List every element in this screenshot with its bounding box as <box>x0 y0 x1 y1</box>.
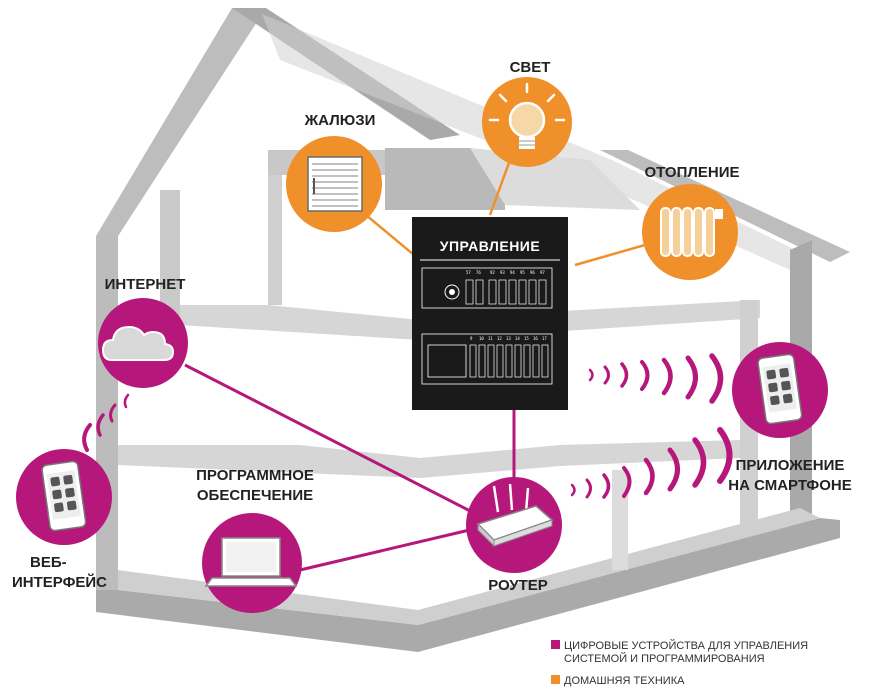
node-web-label-1: ВЕБ- <box>30 554 67 571</box>
panel-num: 95 <box>520 270 525 275</box>
node-heating[interactable]: ОТОПЛЕНИЕ <box>642 164 740 280</box>
node-software-label-2: ОБЕСПЕЧЕНИЕ <box>197 487 313 504</box>
node-light-label: СВЕТ <box>510 59 551 76</box>
panel-num: 14 <box>515 336 520 341</box>
control-panel-frame <box>412 217 568 410</box>
wave <box>603 365 610 385</box>
panel-num: 17 <box>542 336 547 341</box>
wave <box>661 357 673 396</box>
radiator-icon <box>660 207 723 257</box>
wave <box>602 473 611 499</box>
attic-wall-mid <box>268 175 282 305</box>
legend-digital-line2: СИСТЕМОЙ И ПРОГРАММИРОВАНИЯ <box>564 652 765 665</box>
panel-num: 57 <box>466 270 471 275</box>
panel-breakers-bottom <box>469 344 549 378</box>
roof-left <box>96 8 266 236</box>
control-panel-title: УПРАВЛЕНИЕ <box>440 238 540 254</box>
legend-swatch-home <box>551 675 560 684</box>
router-icon <box>476 483 554 548</box>
wave <box>588 368 594 382</box>
middle-floor <box>118 440 740 478</box>
panel-module-top <box>421 267 553 309</box>
node-light[interactable]: СВЕТ <box>482 59 572 167</box>
panel-num: 11 <box>488 336 493 341</box>
panel-module-bottom <box>421 333 553 385</box>
panel-num: 15 <box>524 336 529 341</box>
panel-num: 10 <box>479 336 484 341</box>
wave <box>640 360 650 391</box>
wave <box>622 466 632 498</box>
node-software[interactable]: ПРОГРАММНОЕ ОБЕСПЕЧЕНИЕ <box>196 467 314 613</box>
panel-num: 13 <box>506 336 511 341</box>
node-internet[interactable]: ИНТЕРНЕТ <box>98 276 188 388</box>
wave <box>570 483 576 497</box>
panel-num: 76 <box>476 270 481 275</box>
dormer <box>385 148 505 210</box>
control-panel[interactable]: УПРАВЛЕНИЕ 57 76 92 93 94 95 96 97 9 10 … <box>412 217 568 410</box>
panel-breakers-top <box>465 279 547 305</box>
node-blinds-label: ЖАЛЮЗИ <box>304 112 376 129</box>
panel-num: 12 <box>497 336 502 341</box>
wave <box>82 423 92 452</box>
panel-dial-inner <box>449 289 455 295</box>
panel-num: 93 <box>500 270 505 275</box>
node-router-label: РОУТЕР <box>488 577 548 594</box>
wave <box>667 447 680 492</box>
wireless-waves <box>82 353 733 499</box>
wave <box>109 403 117 423</box>
legend-digital-line1: ЦИФРОВЫЕ УСТРОЙСТВА ДЛЯ УПРАВЛЕНИЯ <box>564 639 808 652</box>
node-heating-label: ОТОПЛЕНИЕ <box>644 164 739 181</box>
panel-num: 96 <box>530 270 535 275</box>
node-blinds[interactable]: ЖАЛЮЗИ <box>286 112 382 232</box>
wave <box>692 437 707 488</box>
panel-num: 92 <box>490 270 495 275</box>
node-app-label-2: НА СМАРТФОНЕ <box>728 477 852 494</box>
interior-post <box>612 470 628 570</box>
attic-wall-left <box>160 190 180 325</box>
wave <box>685 355 698 400</box>
panel-num: 16 <box>533 336 538 341</box>
legend-home: ДОМАШНЯЯ ТЕХНИКА <box>564 675 685 687</box>
laptop-icon <box>204 537 298 587</box>
legend-swatch-digital <box>551 640 560 649</box>
node-router[interactable]: РОУТЕР <box>466 477 562 594</box>
node-web[interactable]: ВЕБ- ИНТЕРФЕЙС <box>12 449 112 591</box>
line-internet-router <box>184 363 479 517</box>
panel-num: 94 <box>510 270 515 275</box>
line-software-router <box>299 526 479 572</box>
node-app-label-1: ПРИЛОЖЕНИЕ <box>736 457 845 474</box>
line-light <box>488 159 512 216</box>
node-software-label-1: ПРОГРАММНОЕ <box>196 467 314 484</box>
wave <box>585 478 592 499</box>
panel-dial <box>444 284 460 300</box>
node-app[interactable]: ПРИЛОЖЕНИЕ НА СМАРТФОНЕ <box>728 342 852 494</box>
floor-base <box>96 518 840 652</box>
panel-num: 9 <box>470 336 473 341</box>
legend: ЦИФРОВЫЕ УСТРОЙСТВА ДЛЯ УПРАВЛЕНИЯ СИСТЕ… <box>551 639 808 687</box>
smartphone-icon <box>41 460 87 532</box>
wave <box>643 457 655 496</box>
wave <box>709 353 724 404</box>
wave <box>620 362 629 388</box>
connections <box>184 159 646 572</box>
wave <box>123 393 130 409</box>
panel-num: 97 <box>540 270 545 275</box>
panel-unit <box>427 344 467 378</box>
lightbulb-icon <box>488 82 566 149</box>
floor-base-inner <box>118 508 820 625</box>
wave <box>96 413 105 437</box>
cloud-icon <box>101 325 175 361</box>
smartphone-icon <box>757 353 803 425</box>
wave <box>717 427 733 484</box>
line-blinds <box>359 209 421 261</box>
blinds-icon <box>307 156 363 212</box>
node-internet-label: ИНТЕРНЕТ <box>105 276 186 293</box>
node-web-label-2: ИНТЕРФЕЙС <box>12 573 107 591</box>
line-heating <box>574 243 646 267</box>
